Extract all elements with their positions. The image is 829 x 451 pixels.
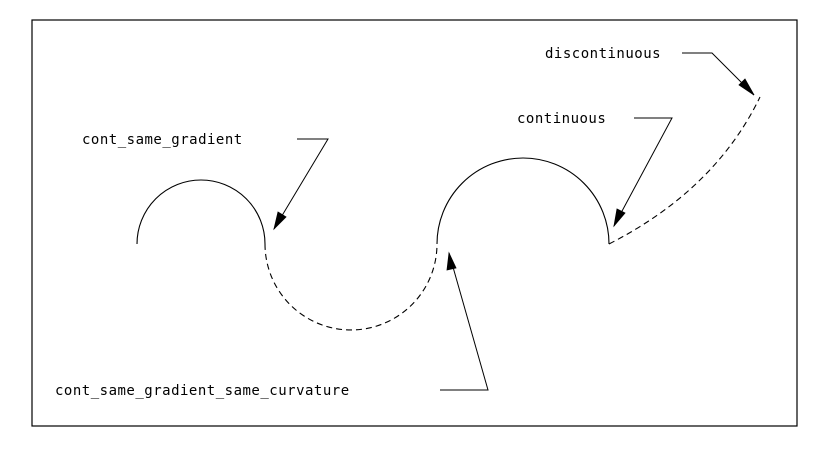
leader-continuous: [613, 117, 673, 227]
arrowhead-cont-same-gradient-same-curvature: [446, 251, 457, 271]
arc-3-solid: [436, 157, 610, 245]
arc-2-dashed: [264, 243, 438, 331]
label-discontinuous: discontinuous: [545, 46, 661, 62]
label-continuous: continuous: [517, 111, 606, 127]
arc-4-dashed: [608, 96, 761, 245]
arrowhead-continuous: [613, 208, 626, 228]
leader-cont-same-gradient: [273, 138, 329, 230]
label-cont-same-gradient: cont_same_gradient: [82, 132, 243, 148]
arrowhead-discontinuous: [738, 78, 755, 96]
leader-cont-same-gradient-same-curvature: [440, 252, 489, 391]
diagram-frame: [31, 19, 798, 427]
leader-discontinuous: [682, 52, 755, 96]
arc-1-solid: [136, 179, 266, 245]
arrowhead-cont-same-gradient: [273, 211, 287, 231]
label-cont-same-gradient-same-curvature: cont_same_gradient_same_curvature: [55, 383, 350, 399]
